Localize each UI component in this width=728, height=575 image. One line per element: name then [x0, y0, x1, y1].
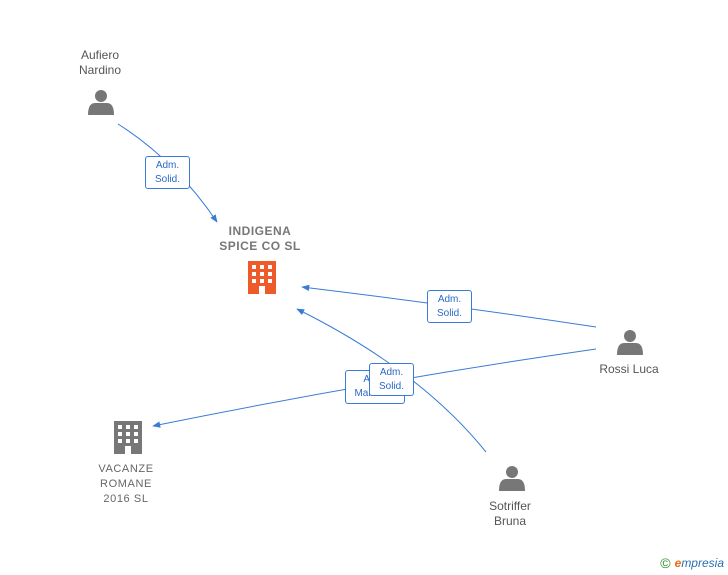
brand-logo: empresia — [674, 556, 724, 570]
edge-label-rossi-indigena[interactable]: Adm. Solid. — [427, 290, 472, 323]
edge-label-sotriffer-indigena[interactable]: Adm. Solid. — [369, 363, 414, 396]
person-icon[interactable] — [88, 90, 114, 115]
building-icon[interactable] — [114, 421, 142, 454]
edge-role-detail: Solid. — [436, 308, 462, 319]
edge-role: Adm. — [155, 160, 180, 171]
node-label-sotriffer: Sotriffer Bruna — [489, 499, 531, 528]
edge-role-detail: Solid. — [378, 381, 404, 392]
node-label-aufiero: Aufiero Nardino — [78, 48, 122, 77]
edge-role: Adm. — [379, 367, 404, 378]
edge-label-aufiero-indigena[interactable]: Adm. Solid. — [145, 156, 190, 189]
node-label-rossi: Rossi Luca — [599, 362, 659, 376]
node-label-indigena: INDIGENA SPICE CO SL — [219, 224, 301, 253]
edge-role-detail: Solid. — [154, 174, 180, 185]
node-label-vacanze: VACANZE ROMANE 2016 SL — [98, 463, 154, 505]
person-icon[interactable] — [499, 466, 525, 491]
edge-role: Adm. — [437, 294, 462, 305]
copyright-symbol: © — [660, 555, 671, 571]
watermark: © empresia — [660, 555, 724, 571]
building-icon[interactable] — [248, 261, 276, 294]
person-icon[interactable] — [617, 330, 643, 355]
